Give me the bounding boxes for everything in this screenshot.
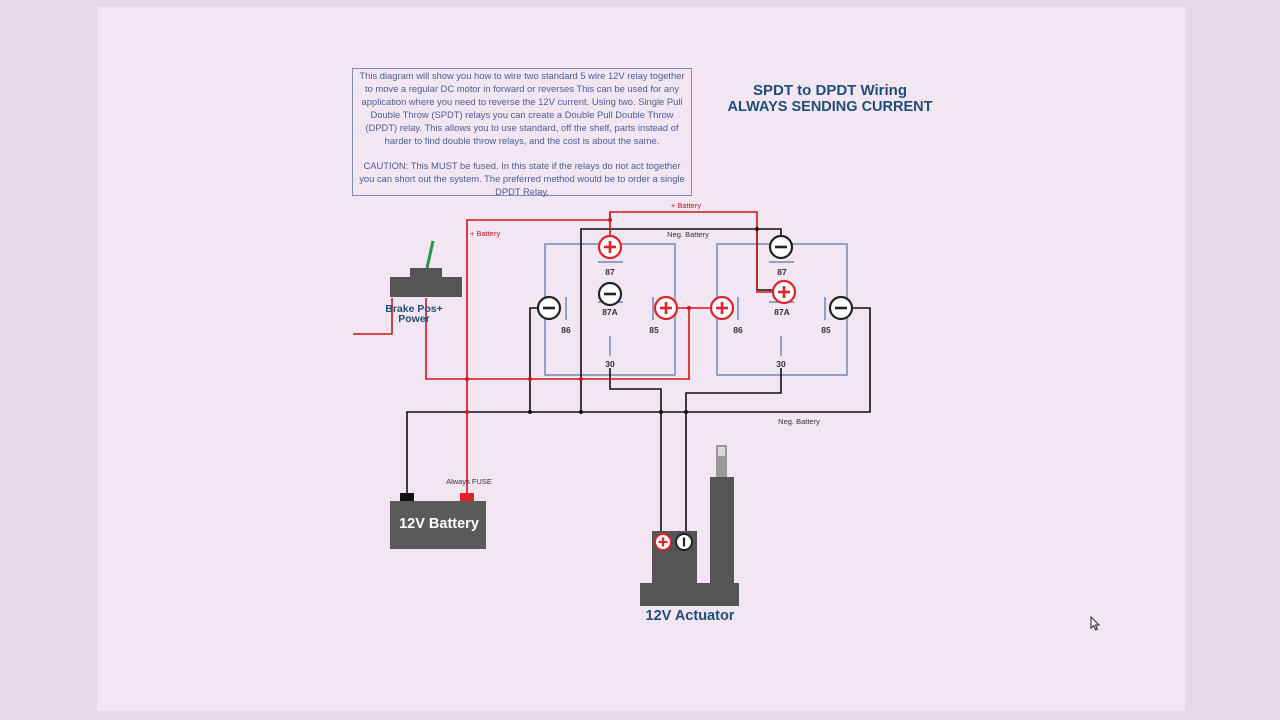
diagram-title: SPDT to DPDT Wiring ALWAYS SENDING CURRE… — [700, 82, 960, 116]
neg-battery-bottom-label: Neg. Battery — [778, 417, 820, 426]
title-line-1: SPDT to DPDT Wiring — [752, 82, 908, 99]
relay1-87a-minus-terminal-icon — [597, 281, 623, 307]
battery-top-wire-label: + Battery — [671, 201, 701, 210]
neg-battery-top-label: Neg. Battery — [667, 230, 709, 239]
wire-junctions — [465, 218, 759, 414]
info-paragraph-description: This diagram will show you how to wire t… — [359, 70, 685, 146]
brake-switch: Brake Pos+ Power — [385, 240, 462, 325]
brake-switch-label-line1: Brake Pos+ — [385, 303, 443, 315]
actuator-label: 12V Actuator — [646, 608, 735, 624]
mouse-cursor-icon — [1090, 616, 1101, 631]
title-line-2: ALWAYS SENDING CURRENT — [727, 99, 933, 115]
actuator-plus-terminal-icon — [654, 533, 672, 551]
relay1-pin-87-label: 87 — [605, 267, 615, 277]
relay2-pin-87a-label: 87A — [774, 307, 790, 317]
relay2-86-plus-terminal-icon — [709, 295, 735, 321]
info-text-box: This diagram will show you how to wire t… — [352, 68, 692, 198]
relay2-87-minus-terminal-icon — [768, 234, 794, 260]
negative-wires — [406, 228, 871, 533]
positive-wires — [353, 211, 784, 494]
brake-switch-label-line2: Power — [398, 313, 430, 325]
battery-negative-post — [400, 493, 414, 501]
relay2-pin-87-label: 87 — [777, 267, 787, 277]
relay2-85-minus-terminal-icon — [828, 295, 854, 321]
relay2-87a-plus-terminal-icon — [771, 279, 797, 305]
relay2-pin-86-label: 86 — [733, 325, 743, 335]
battery-left-wire-label: + Battery — [470, 229, 500, 238]
info-paragraph-caution: CAUTION: This MUST be fused. In this sta… — [359, 160, 685, 198]
relay2-pin-85-label: 85 — [821, 325, 831, 335]
relay1-85-plus-terminal-icon — [653, 295, 679, 321]
battery-positive-post — [460, 493, 474, 501]
battery-label: 12V Battery — [399, 516, 479, 532]
relay2-pin-30-label: 30 — [776, 359, 786, 369]
relay1-87-plus-terminal-icon — [597, 234, 623, 260]
relay1-pin-85-label: 85 — [649, 325, 659, 335]
relay1-pin-87a-label: 87A — [602, 307, 618, 317]
actuator: 12V Actuator — [640, 445, 739, 624]
battery: 12V Battery — [390, 493, 486, 549]
relay1-pin-30-label: 30 — [605, 359, 615, 369]
relay1-86-minus-terminal-icon — [536, 295, 562, 321]
fuse-label: Always FUSE — [446, 477, 492, 486]
relay1-pin-86-label: 86 — [561, 325, 571, 335]
actuator-minus-terminal-icon — [675, 533, 693, 551]
